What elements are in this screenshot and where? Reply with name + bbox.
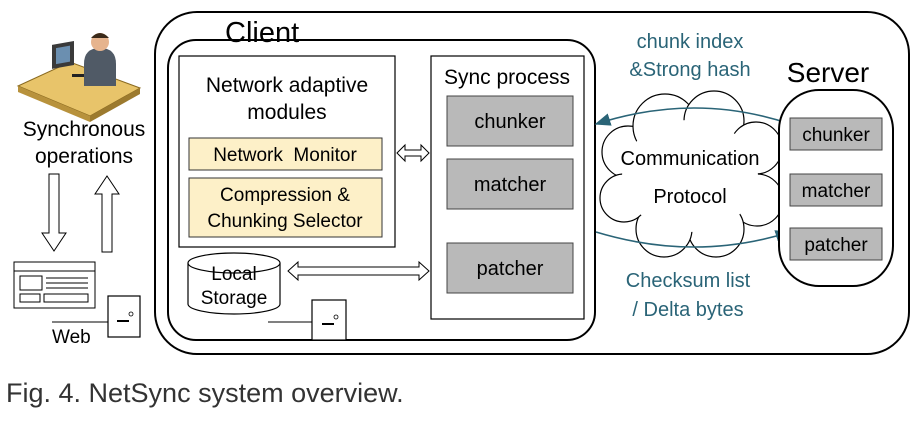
- upper-flow-label-line2: &Strong hash: [629, 59, 750, 81]
- server-matcher-label: matcher: [802, 181, 871, 202]
- client-patcher-label: patcher: [477, 258, 544, 280]
- client-chunker-box: [446, 95, 574, 147]
- client-chunker-label: chunker: [474, 111, 545, 133]
- client-patcher-box: [446, 242, 574, 294]
- server-title: Server: [787, 57, 869, 88]
- modules-sync-double-arrow: [396, 143, 430, 163]
- web-label: Web: [52, 327, 91, 348]
- web-server-icon: [107, 295, 141, 338]
- client-device-icon: [311, 299, 347, 341]
- local-storage-label-line2: Storage: [201, 288, 268, 309]
- network-monitor-box: [188, 137, 383, 171]
- local-storage-label-line1: Local: [211, 264, 256, 285]
- network-modules-title-line1: Network adaptive: [206, 74, 368, 97]
- network-monitor-label: Network Monitor: [213, 145, 357, 166]
- selector-box: [188, 177, 383, 238]
- selector-label-line1: Compression &: [220, 185, 350, 206]
- down-arrow-icon: [41, 173, 67, 252]
- sync-ops-label-line1: Synchronous: [23, 118, 146, 141]
- storage-sync-double-arrow: [287, 260, 430, 282]
- client-outer-box: [154, 11, 910, 355]
- client-matcher-box: [446, 158, 574, 210]
- sync-process-title: Sync process: [444, 66, 570, 89]
- user-at-desk-icon: [16, 33, 142, 122]
- server-matcher-box: [789, 173, 883, 207]
- client-matcher-label: matcher: [474, 174, 547, 196]
- server-chunker-label: chunker: [802, 125, 870, 146]
- selector-label-line2: Chunking Selector: [207, 211, 363, 232]
- protocol-label-line2: Protocol: [653, 186, 726, 208]
- figure-caption: Fig. 4. NetSync system overview.: [6, 378, 404, 408]
- client-inner-box: [167, 39, 596, 341]
- server-patcher-label: patcher: [804, 235, 868, 256]
- network-modules-title-line2: modules: [247, 101, 326, 124]
- lower-flow-label-line1: Checksum list: [626, 270, 751, 292]
- up-arrow-icon: [94, 175, 120, 253]
- protocol-label-line1: Communication: [621, 148, 760, 170]
- upper-flow-label-line1: chunk index: [637, 31, 744, 53]
- local-storage-cylinder: [187, 252, 281, 315]
- web-page-icon: [13, 261, 96, 309]
- lower-flow-arrow: [595, 230, 792, 248]
- upper-flow-arrow: [594, 107, 791, 126]
- lower-flow-label-line2: / Delta bytes: [632, 299, 743, 321]
- client-title: Client: [225, 17, 299, 49]
- server-patcher-box: [789, 227, 883, 261]
- server-chunker-box: [789, 117, 883, 151]
- sync-ops-label-line2: operations: [35, 145, 133, 168]
